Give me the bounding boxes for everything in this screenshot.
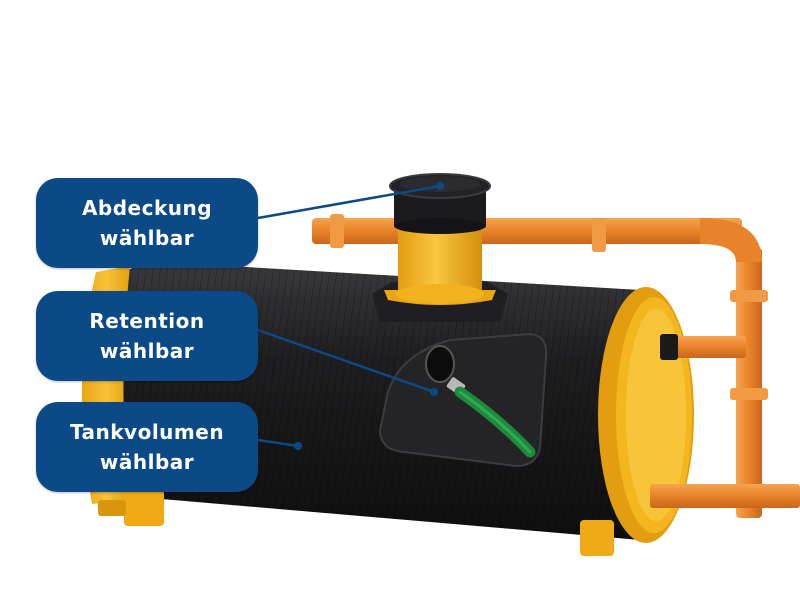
callout-cover-line2: wählbar <box>99 226 195 250</box>
callout-retention: Retention wählbar <box>36 291 258 381</box>
leader-lines <box>257 182 444 450</box>
pipe-top <box>312 214 742 252</box>
callout-cover: Abdeckung wählbar <box>36 178 258 268</box>
callout-retention-line2: wählbar <box>99 339 195 363</box>
callout-tank-volume-line2: wählbar <box>99 450 195 474</box>
inspection-window <box>378 332 548 468</box>
access-shaft <box>372 173 508 322</box>
callout-cover-line1: Abdeckung <box>81 196 213 220</box>
pipe-vertical <box>700 218 768 518</box>
callout-retention-line1: Retention <box>89 309 205 333</box>
pipe-side-connections <box>650 334 800 508</box>
callout-tank-volume-line1: Tankvolumen <box>69 420 225 444</box>
callout-tank-volume: Tankvolumen wählbar <box>36 402 258 492</box>
